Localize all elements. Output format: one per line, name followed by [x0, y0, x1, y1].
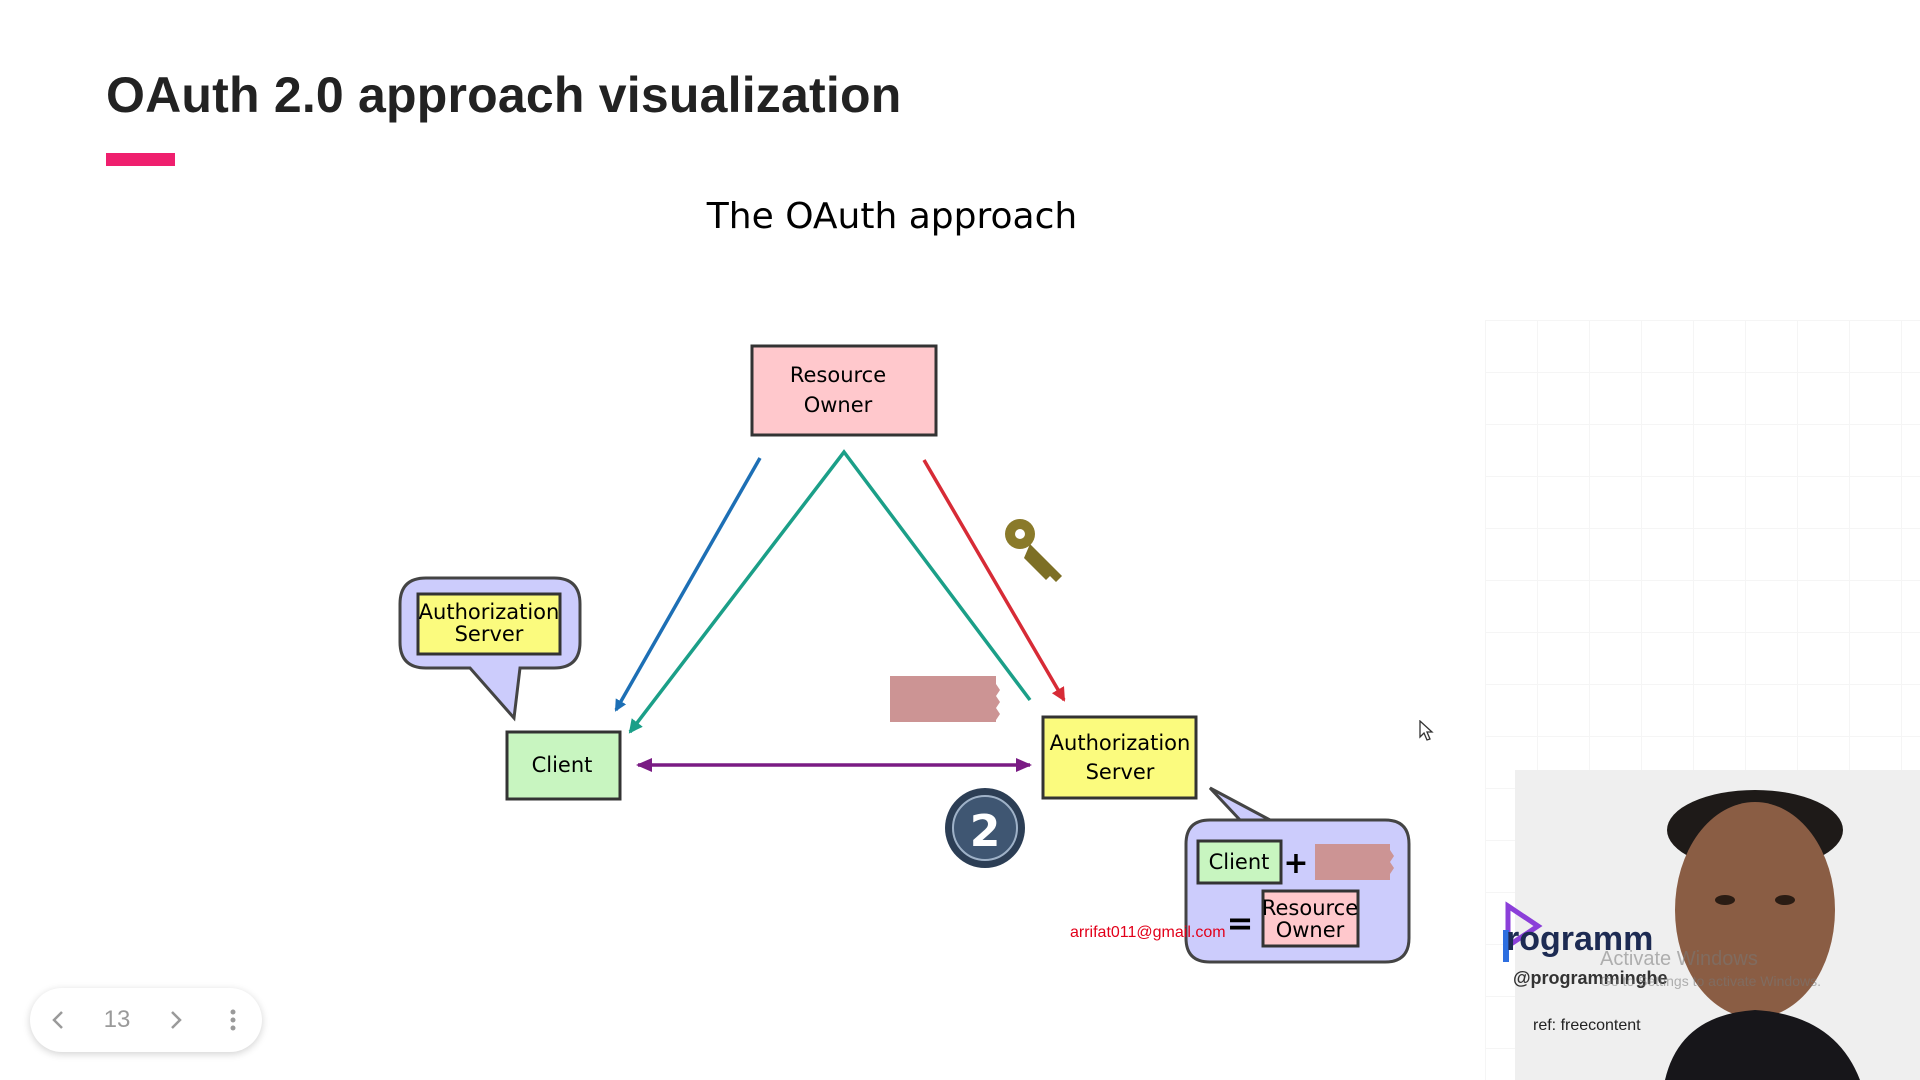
channel-name: rogramm	[1506, 920, 1654, 958]
chevron-right-icon	[171, 1011, 182, 1029]
activate-windows-hint: Go to Settings to activate Windows.	[1600, 973, 1821, 989]
page-number: 13	[103, 1006, 131, 1033]
prev-slide-button[interactable]	[39, 1000, 79, 1040]
slide-pager: 13	[30, 988, 262, 1052]
equals-sign: =	[1227, 904, 1254, 942]
contact-email: arrifat011@gmail.com	[1070, 924, 1226, 941]
diagram-title: The OAuth approach	[706, 196, 1078, 237]
client-speech-bubble: Authorization Server	[398, 576, 582, 722]
authorization-server-box: Authorization Server	[1041, 715, 1198, 800]
oauth-logo-icon: 2	[945, 788, 1025, 868]
resource-owner-label-2: Owner	[804, 393, 873, 417]
bubble-auth-label-2: Server	[455, 622, 524, 646]
oauth-badge-number: 2	[970, 806, 1001, 857]
auth-server-label-1: Authorization	[1050, 731, 1191, 755]
resource-owner-label-1: Resource	[790, 363, 886, 387]
more-vertical-icon	[230, 1009, 236, 1031]
bubble-client-label: Client	[1209, 850, 1270, 874]
webcam-overlay	[1515, 770, 1920, 1080]
auth-server-label-2: Server	[1086, 760, 1155, 784]
token-icon	[1315, 844, 1394, 880]
resource-owner-box: Resource Owner	[750, 344, 938, 437]
title-accent-bar	[106, 153, 175, 166]
channel-handle: @programminghe	[1513, 968, 1668, 988]
bubble-owner-label-2: Owner	[1276, 918, 1345, 942]
chevron-left-icon	[52, 1011, 63, 1029]
channel-logo-icon	[1503, 901, 1543, 962]
reference-text: ref: freecontent	[1533, 1017, 1641, 1034]
token-icon	[890, 676, 1000, 722]
client-box: Client	[505, 730, 622, 801]
client-label: Client	[532, 753, 593, 777]
arrow-owner-to-client-blue	[614, 457, 762, 712]
bubble-owner-label-1: Resource	[1262, 896, 1358, 920]
slide-title: OAuth 2.0 approach visualization	[106, 67, 902, 123]
arrow-teal-triangle	[628, 449, 1032, 734]
mouse-cursor-icon	[1419, 720, 1434, 741]
activate-windows-watermark: Activate Windows	[1600, 948, 1758, 970]
authserver-speech-bubble: Client + = Resource Owner	[1184, 786, 1411, 964]
plus-sign: +	[1283, 846, 1308, 881]
more-options-button[interactable]	[213, 1000, 253, 1040]
next-slide-button[interactable]	[155, 1000, 195, 1040]
bubble-auth-label-1: Authorization	[419, 600, 560, 624]
arrow-owner-to-authserver-red	[922, 459, 1066, 702]
key-icon	[1005, 519, 1062, 582]
presenter-video-icon	[1515, 770, 1920, 1080]
